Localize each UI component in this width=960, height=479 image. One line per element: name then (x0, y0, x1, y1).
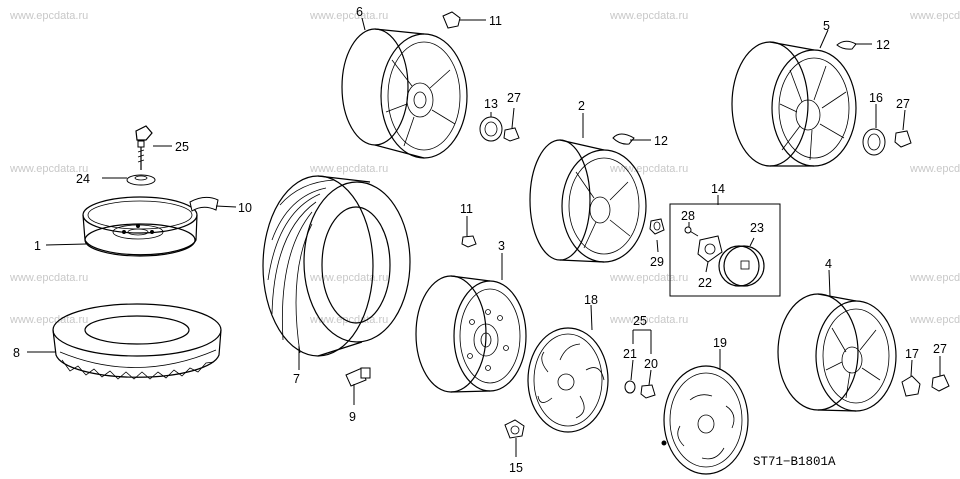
callout-4: 4 (825, 257, 832, 271)
callout-25: 25 (175, 140, 189, 154)
watermark: www.epcdata.ru (910, 272, 960, 284)
watermark: www.epcdata.ru (610, 314, 689, 326)
callout-labels: 1 24 25 10 8 7 9 6 11 13 27 2 12 11 3 15… (13, 5, 947, 475)
callout-29: 29 (650, 255, 664, 269)
valve-part[interactable] (345, 367, 371, 387)
leader-lines (27, 17, 941, 457)
spare-plate-part[interactable] (126, 174, 156, 186)
callout-25: 25 (633, 314, 647, 328)
watermark: www.epcdata.ru (10, 272, 89, 284)
watermark: www.epcdata.ru (610, 10, 689, 22)
alloy-wheel-6-part[interactable] (341, 28, 468, 159)
alloy-wheel-2-part[interactable] (529, 139, 647, 263)
wheel-nut-part[interactable] (894, 130, 912, 148)
wheel-cover-19-part[interactable] (661, 365, 749, 475)
callout-17: 17 (905, 347, 919, 361)
callout-18: 18 (584, 293, 598, 307)
watermark: www.epcdata.ru (910, 163, 960, 175)
nut-part[interactable] (442, 11, 461, 29)
watermark: www.epcdata.ru (310, 10, 389, 22)
callout-15: 15 (509, 461, 523, 475)
callout-5: 5 (823, 19, 830, 33)
center-cap-16-part[interactable] (862, 128, 886, 156)
watermark: www.epcdata.ru (310, 314, 389, 326)
watermark: www.epcdata.ru (10, 163, 89, 175)
callout-27: 27 (933, 342, 947, 356)
callout-21: 21 (623, 347, 637, 361)
nut-part[interactable] (461, 235, 477, 248)
callout-11: 11 (489, 14, 502, 28)
callout-9: 9 (349, 410, 356, 424)
callout-6: 6 (356, 5, 363, 19)
watermark: www.epcdata.ru (610, 163, 689, 175)
diagram-code: ST71−B1801A (753, 455, 836, 469)
watermark: www.epcdata.ru (610, 272, 689, 284)
callout-13: 13 (484, 97, 498, 111)
callout-1: 1 (34, 239, 41, 253)
callout-20: 20 (644, 357, 658, 371)
callout-12: 12 (654, 134, 668, 148)
alloy-wheel-4-part[interactable] (777, 293, 897, 412)
steel-wheel-part[interactable] (415, 275, 527, 393)
callout-23: 23 (750, 221, 764, 235)
spare-wheel-part[interactable] (82, 196, 198, 257)
clip-12-part[interactable] (836, 40, 857, 50)
bolt-part[interactable] (135, 125, 153, 170)
callout-12: 12 (876, 38, 890, 52)
alloy-wheel-5-part[interactable] (731, 41, 857, 167)
watermark: www.epcdata.ru (910, 10, 960, 22)
weight-clip-part[interactable] (189, 196, 219, 212)
callout-10: 10 (238, 201, 252, 215)
watermark: www.epcdata.ru (10, 10, 89, 22)
center-cap-17-part[interactable] (901, 375, 921, 397)
watermark: www.epcdata.ru (310, 163, 389, 175)
clip-12-part[interactable] (612, 133, 635, 145)
callout-28: 28 (681, 209, 695, 223)
callout-3: 3 (498, 239, 505, 253)
callout-16: 16 (869, 91, 883, 105)
watermark: www.epcdata.ru (310, 272, 389, 284)
callout-14: 14 (711, 182, 725, 196)
callout-8: 8 (13, 346, 20, 360)
callout-2: 2 (578, 99, 585, 113)
callout-7: 7 (293, 372, 300, 386)
nut-21-part[interactable] (624, 380, 636, 394)
nut-29-part[interactable] (649, 218, 665, 235)
wheel-nut-part[interactable] (931, 374, 950, 392)
watermark: www.epcdata.ru (910, 314, 960, 326)
wheel-nut-part[interactable] (503, 127, 520, 142)
watermark: www.epcdata.ru (10, 314, 89, 326)
cap-kit-box (669, 203, 781, 297)
nut-20-part[interactable] (640, 384, 656, 399)
wheel-cover-18-part[interactable] (527, 327, 609, 433)
center-cap-13-part[interactable] (479, 116, 503, 142)
callout-22: 22 (698, 276, 712, 290)
nut-15-part[interactable] (504, 419, 525, 439)
callout-19: 19 (713, 336, 727, 350)
callout-24: 24 (76, 172, 90, 186)
callout-27: 27 (896, 97, 910, 111)
spare-tire-part[interactable] (52, 303, 222, 380)
main-tire-part[interactable] (262, 175, 411, 357)
callout-27: 27 (507, 91, 521, 105)
callout-11: 11 (460, 202, 473, 216)
